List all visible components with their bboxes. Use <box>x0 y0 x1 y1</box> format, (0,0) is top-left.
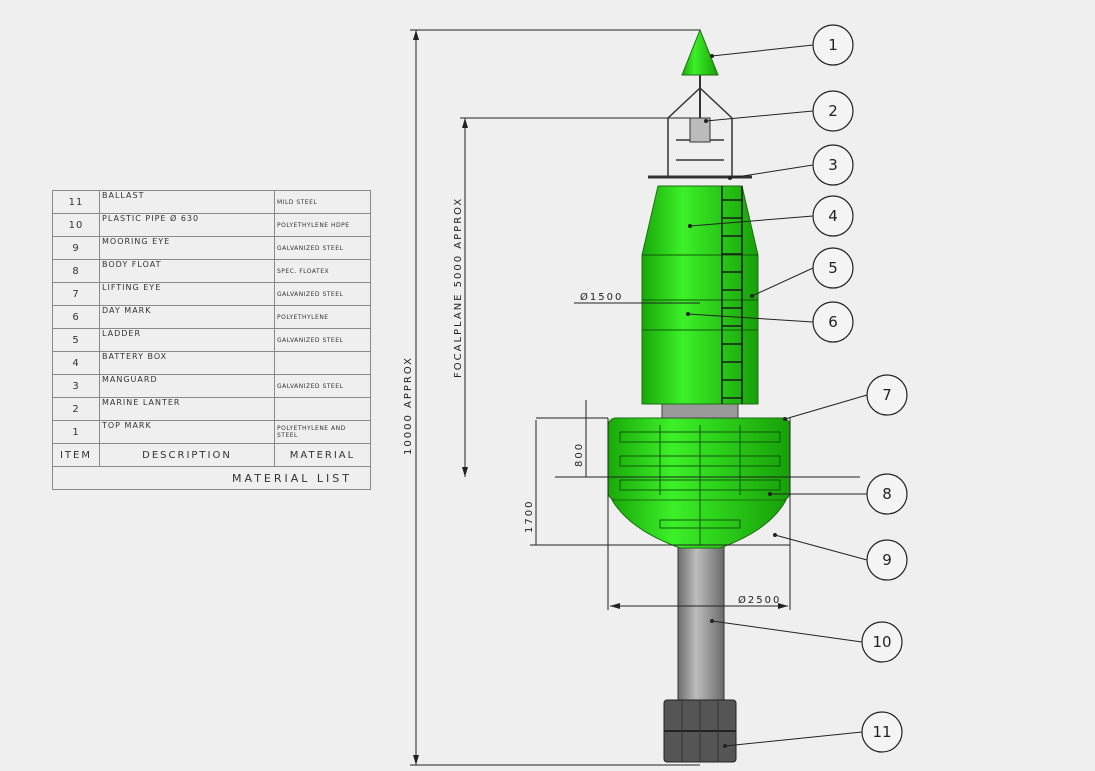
material-row-description: LADDER <box>99 328 275 352</box>
callout-circle <box>812 301 854 343</box>
callout-leader <box>751 267 814 297</box>
material-row-description: DAY MARK <box>99 305 275 329</box>
callout-leader <box>711 620 863 643</box>
focal-plane-dimension: FOCALPLANE 5000 APPROX <box>453 117 700 477</box>
material-row-item: 6 <box>52 305 100 329</box>
callout-dot <box>686 312 690 316</box>
callout-leader <box>729 164 814 179</box>
callout-circle <box>866 374 908 416</box>
callout-circle <box>866 473 908 515</box>
callout-number: 8 <box>882 485 892 503</box>
callout-dot <box>750 294 754 298</box>
callout-number: 6 <box>828 313 838 331</box>
ballast <box>663 699 737 763</box>
top-mark <box>681 28 719 76</box>
material-row-item: 1 <box>52 420 100 444</box>
callout-number: 11 <box>872 723 891 741</box>
header-description: DESCRIPTION <box>99 443 275 467</box>
float-height-label: 1700 <box>524 500 535 533</box>
material-row-item: 8 <box>52 259 100 283</box>
body-float <box>607 417 791 549</box>
callout-dot <box>723 744 727 748</box>
overall-height-dimension: 10000 APPROX <box>403 29 700 766</box>
material-list-header: ITEM DESCRIPTION MATERIAL <box>52 443 371 467</box>
callout-circle <box>812 247 854 289</box>
overall-height-label: 10000 APPROX <box>403 356 414 455</box>
callout-leader <box>689 215 814 227</box>
upper-body <box>641 185 759 419</box>
callout-leader <box>687 313 814 323</box>
callout-leader <box>711 44 814 57</box>
material-row-description: PLASTIC PIPE Ø 630 <box>99 213 275 237</box>
material-row-material: POLYETHYLENE <box>274 305 371 329</box>
callout-dot <box>704 119 708 123</box>
material-row-material <box>274 397 371 421</box>
callout-dot <box>773 533 777 537</box>
callout-dot <box>688 224 692 228</box>
callout-leader <box>705 110 814 122</box>
callout-leader <box>724 731 863 747</box>
callout-circle <box>861 621 903 663</box>
body-diameter-dimension: Ø1500 <box>574 291 700 304</box>
callout-leader <box>784 394 868 420</box>
callout-dot <box>710 54 714 58</box>
callout-circle <box>812 144 854 186</box>
callout-circle <box>812 90 854 132</box>
material-row-description: MARINE LANTER <box>99 397 275 421</box>
material-row-item: 7 <box>52 282 100 306</box>
plastic-pipe <box>677 539 725 706</box>
callout-dot <box>783 417 787 421</box>
material-row-item: 4 <box>52 351 100 375</box>
focal-plane-label: FOCALPLANE 5000 APPROX <box>453 197 464 378</box>
callout-dot <box>728 176 732 180</box>
float-frame <box>555 418 860 546</box>
callout-number: 10 <box>872 633 891 651</box>
callout-dot <box>710 619 714 623</box>
material-row-material: GALVANIZED STEEL <box>274 374 371 398</box>
material-row-description: LIFTING EYE <box>99 282 275 306</box>
callout-leader <box>774 534 868 561</box>
callout-circle <box>812 195 854 237</box>
callout-number: 1 <box>828 36 838 54</box>
header-material: MATERIAL <box>274 443 371 467</box>
callout-number: 3 <box>828 156 838 174</box>
float-diameter-label: Ø2500 <box>738 594 781 606</box>
marine-lantern <box>689 75 711 143</box>
material-list-title-row: MATERIAL LIST <box>52 466 371 490</box>
float-dimensions: 800 1700 Ø2500 <box>524 400 791 610</box>
callout-dot <box>768 492 772 496</box>
callout-number: 9 <box>882 551 892 569</box>
material-row-material: GALVANIZED STEEL <box>274 328 371 352</box>
callout-number: 2 <box>828 102 838 120</box>
callout-circle <box>861 711 903 753</box>
callout-circle <box>812 24 854 66</box>
callout-number: 7 <box>882 386 892 404</box>
callout-circle <box>866 539 908 581</box>
callout-bubbles: 1 2 3 4 5 6 7 8 9 10 11 <box>686 24 908 753</box>
body-diameter-label: Ø1500 <box>580 291 623 303</box>
material-list-title: MATERIAL LIST <box>52 466 371 490</box>
ladder <box>721 186 743 404</box>
float-upper-label: 800 <box>574 442 585 467</box>
callout-number: 4 <box>828 207 838 225</box>
material-row-material: GALVANIZED STEEL <box>274 236 371 260</box>
callout-number: 5 <box>828 259 838 277</box>
material-row-material: POLYETHYLENE HDPE <box>274 213 371 237</box>
